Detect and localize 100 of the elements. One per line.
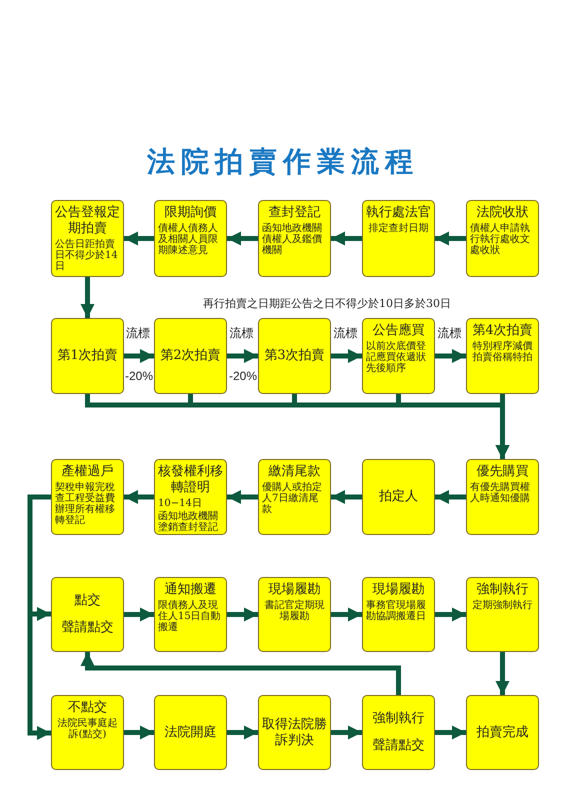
step-heading: 繳清尾款 <box>268 464 320 480</box>
step-note: 10−14日 <box>158 498 203 509</box>
arrow <box>124 490 154 504</box>
arrow <box>435 726 466 740</box>
arrow <box>124 726 154 740</box>
process-box <box>154 318 227 394</box>
process-box <box>362 577 435 652</box>
step-heading: 法院開庭 <box>164 724 216 740</box>
step-note: 特別程序減價拍賣俗稱特拍 <box>472 341 534 363</box>
arrow <box>227 608 258 622</box>
step-note: 債權人債務人及相關人員限期陳述意見 <box>158 223 219 256</box>
step-heading: 優先購買 <box>476 464 528 480</box>
step-heading: 第1次拍賣 <box>57 348 118 364</box>
step-note: 書記官定期現場履勘 <box>264 600 326 622</box>
step-heading: 第2次拍賣 <box>160 348 221 364</box>
process-box <box>258 459 331 535</box>
edge-label: 流標 <box>438 326 462 340</box>
arrow <box>331 232 362 246</box>
step-heading: 點交 <box>74 593 100 609</box>
step-heading: 取得法院勝訴判決 <box>262 716 327 748</box>
arrow <box>124 608 154 622</box>
step-note: 債權人申請執行執行處收文處收狀 <box>470 223 531 256</box>
edge-label: 流標 <box>230 326 254 340</box>
arrow <box>227 490 258 504</box>
step-note: 公告日距拍賣日不得少於14日 <box>55 239 119 272</box>
note-text: 再行拍賣之日期距公告之日不得少於10日多於30日 <box>203 297 451 311</box>
step-note: 契稅申報完稅查工程受益費辦理所有權移轉登記 <box>55 482 116 526</box>
arrow <box>227 232 258 246</box>
arrow <box>435 349 466 363</box>
step-heading: 現場履勘 <box>372 582 424 598</box>
step-heading: 執行處法官 <box>366 205 431 221</box>
arrow <box>124 349 154 363</box>
step-heading: 核發權利移轉證明 <box>158 464 223 496</box>
process-box <box>258 695 331 770</box>
step-heading: 第4次拍賣 <box>472 323 533 339</box>
step-note: 法院民事庭起訴(點交) <box>56 718 118 740</box>
step-note: 函知地政機關塗銷查封登記 <box>158 511 219 533</box>
process-box <box>466 459 539 535</box>
step-heading: 不點交 <box>68 700 107 716</box>
process-box <box>154 200 227 277</box>
process-box <box>51 695 124 770</box>
arrow <box>80 277 94 318</box>
step-heading: 現場履勘 <box>268 582 320 598</box>
process-box <box>154 577 227 652</box>
step-heading: 法院收狀 <box>476 205 528 221</box>
step-heading: 拍賣完成 <box>476 724 528 740</box>
arrow <box>435 608 466 622</box>
process-box <box>362 459 435 535</box>
step-heading: 第3次拍賣 <box>264 348 325 364</box>
arrow <box>331 608 362 622</box>
process-box <box>258 577 331 652</box>
edge-label: 流標 <box>126 326 150 340</box>
process-box <box>51 318 124 394</box>
step-note: 事務官現場履勘協調搬遷日 <box>366 600 427 622</box>
step-note: 函知地政機關債權人及鑑價機關 <box>262 223 323 256</box>
percent-label: -20% <box>125 369 154 383</box>
arrow <box>331 490 362 504</box>
step-heading: 產權過戶 <box>62 464 114 480</box>
step-note: 有優先購買權人時通知優購 <box>470 482 531 504</box>
process-box <box>258 200 331 277</box>
step-note: 限債務人及現住人15日自動搬遷 <box>158 600 222 633</box>
step-heading: 強制執行 <box>476 582 528 598</box>
step-heading: 聲請點交 <box>372 738 424 754</box>
arrow <box>435 490 466 504</box>
step-heading: 限期詢價 <box>164 205 216 221</box>
arrow <box>227 349 258 363</box>
process-box <box>154 695 227 770</box>
step-heading: 聲請點交 <box>62 620 114 636</box>
step-note: 排定查封日期 <box>368 223 430 234</box>
edge-label: 流標 <box>334 326 358 340</box>
step-heading: 查封登記 <box>268 205 320 221</box>
step-heading: 公告登報定期拍賣 <box>55 205 120 237</box>
process-box <box>51 200 124 277</box>
percent-label: -20% <box>229 369 258 383</box>
process-box <box>258 318 331 394</box>
arrow <box>80 652 401 695</box>
arrow <box>331 349 362 363</box>
process-box <box>154 459 227 535</box>
process-box <box>466 200 539 277</box>
process-box <box>466 695 539 770</box>
process-box <box>51 577 124 652</box>
step-heading: 拍定人 <box>379 489 418 505</box>
step-heading: 通知搬遷 <box>164 582 216 598</box>
diagram-title: 法院拍賣作業流程 <box>146 144 420 180</box>
arrow <box>435 232 466 246</box>
process-box <box>362 695 435 770</box>
process-box <box>51 459 124 535</box>
arrow <box>124 232 154 246</box>
step-note: 以前次底價登記應買依遞狀先後順序 <box>366 341 427 374</box>
step-note: 優購人或拍定人7日繳清尾款 <box>262 482 323 515</box>
arrow <box>496 652 510 695</box>
arrow <box>331 726 362 740</box>
process-box <box>362 200 435 277</box>
arrow <box>227 726 258 740</box>
process-box <box>466 318 539 394</box>
process-box <box>466 577 539 652</box>
step-heading: 公告應買 <box>372 323 424 339</box>
process-box <box>362 318 435 394</box>
step-note: 定期強制執行 <box>472 600 534 611</box>
step-heading: 強制執行 <box>372 711 424 727</box>
